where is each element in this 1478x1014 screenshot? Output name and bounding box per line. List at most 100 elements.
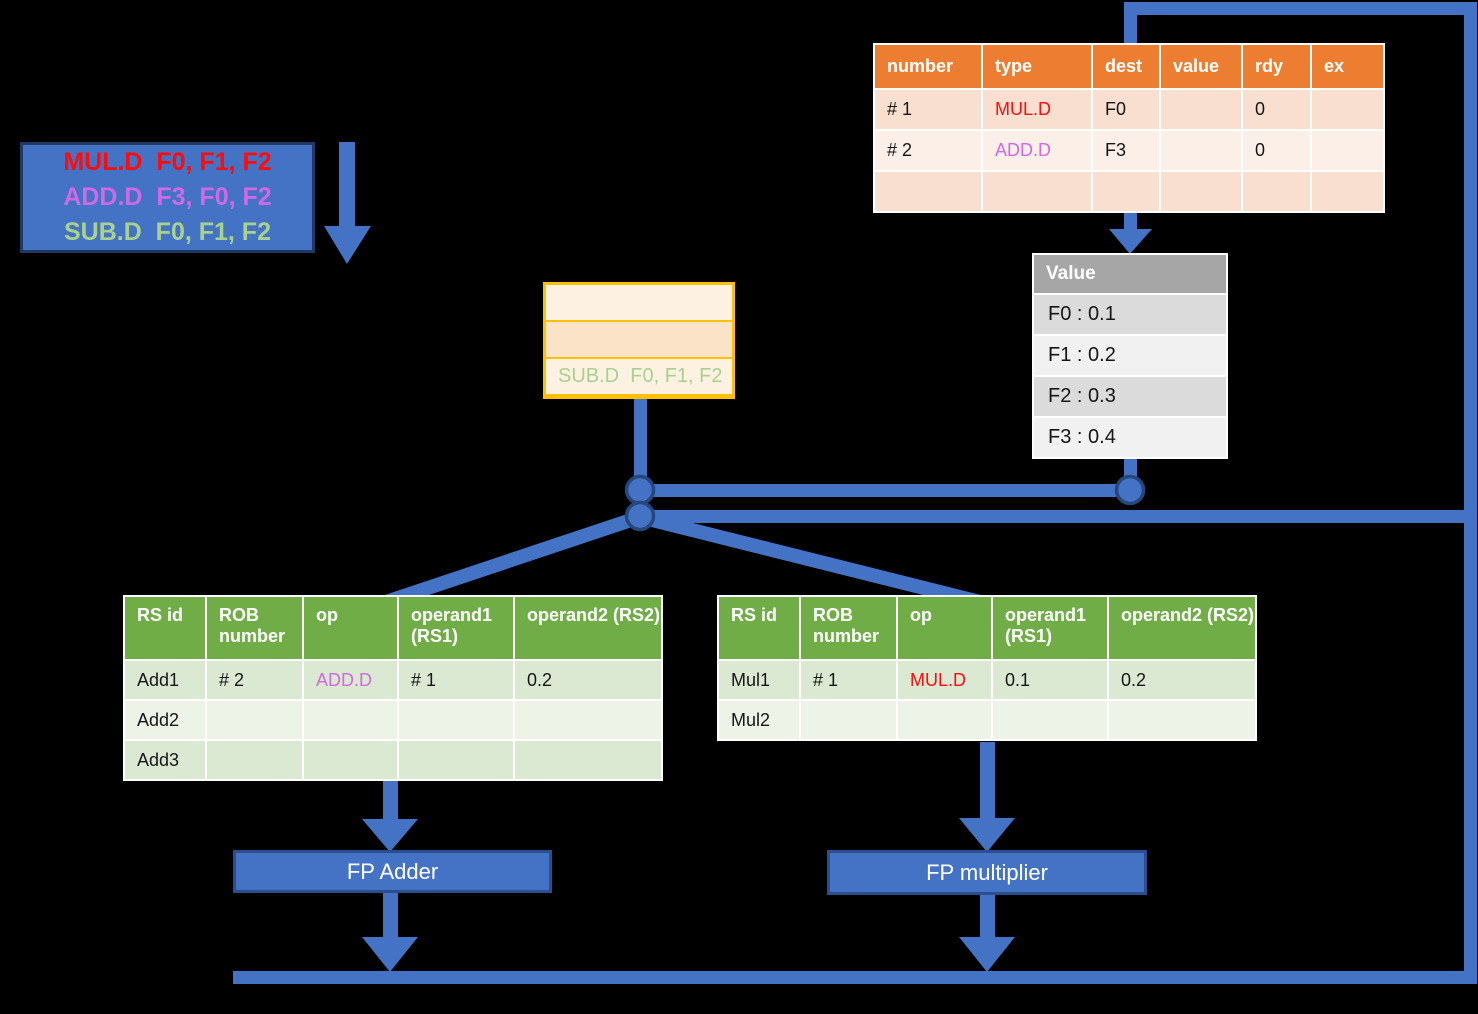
rs-mul-cell: Mul1: [719, 661, 799, 699]
mul-rs-to-multiplier-arrow-head: [959, 818, 1015, 852]
multiplier-to-cdb-arrow-shaft: [980, 895, 995, 939]
mul-reservation-station-table: RS id ROB number op operand1 (RS1) opera…: [717, 595, 1257, 741]
rs-add-header-rob-number: ROB number: [207, 597, 302, 659]
rob-to-register-arrowhead: [1109, 229, 1152, 254]
rob-header-type: type: [983, 45, 1091, 88]
fetch-arrow-shaft: [339, 142, 355, 228]
rs-add-header-rsid: RS id: [125, 597, 205, 659]
bus-to-add-rs-line: [377, 510, 643, 611]
instruction-line-mul: MUL.D F0, F1, F2: [63, 148, 272, 176]
rs-add-cell: [515, 701, 661, 739]
rs-add-cell: # 1: [399, 661, 513, 699]
rs-mul-cell: [801, 701, 896, 739]
rs-mul-cell: # 1: [801, 661, 896, 699]
rob-header-number: number: [875, 45, 981, 88]
rs-add-cell: # 2: [207, 661, 302, 699]
rs-mul-cell: MUL.D: [898, 661, 991, 699]
rob-cell: # 1: [875, 90, 981, 129]
rs-mul-cell: [993, 701, 1107, 739]
queue-row: [546, 285, 732, 320]
rs-add-cell: [399, 701, 513, 739]
fetch-arrow-head: [324, 226, 371, 264]
register-cell-f0: F0 : 0.1: [1034, 295, 1226, 334]
rob-cell: F3: [1093, 131, 1159, 170]
rob-cell: ADD.D: [983, 131, 1091, 170]
mul-rs-to-multiplier-arrow-shaft: [980, 742, 995, 820]
rob-cell: [1312, 131, 1383, 170]
rob-header-ex: ex: [1312, 45, 1383, 88]
operand-bus-line-lower: [640, 510, 1477, 523]
queue-row-sub-instruction: SUB.D F0, F1, F2: [546, 359, 732, 394]
multiplier-to-cdb-arrow-head: [959, 937, 1015, 972]
rs-mul-header-operand1: operand1 (RS1): [993, 597, 1107, 659]
rs-mul-cell: 0.1: [993, 661, 1107, 699]
register-table-header: Value: [1034, 255, 1226, 293]
rs-add-header-operand2: operand2 (RS2): [515, 597, 661, 659]
rs-add-cell: Add1: [125, 661, 205, 699]
feedback-line-right: [1464, 2, 1477, 984]
add-rs-to-adder-arrow-shaft: [383, 781, 398, 821]
feedback-line-top: [1124, 2, 1477, 15]
rob-cell: [1312, 90, 1383, 129]
rob-table: number type dest value rdy ex # 1 MUL.D …: [873, 43, 1385, 213]
instruction-line-add: ADD.D F3, F0, F2: [63, 183, 272, 211]
register-value-table: Value F0 : 0.1 F1 : 0.2 F2 : 0.3 F3 : 0.…: [1032, 253, 1228, 459]
fp-adder-label: FP Adder: [346, 858, 439, 884]
add-rs-to-adder-arrow-head: [362, 819, 418, 852]
rob-header-dest: dest: [1093, 45, 1159, 88]
rs-add-header-op: op: [304, 597, 397, 659]
rs-add-cell: [399, 741, 513, 779]
rob-cell: F0: [1093, 90, 1159, 129]
rs-add-cell: [207, 741, 302, 779]
rob-cell: 0: [1243, 90, 1310, 129]
rob-cell: [1243, 172, 1310, 211]
rs-mul-cell: Mul2: [719, 701, 799, 739]
rs-mul-header-rsid: RS id: [719, 597, 799, 659]
operand-bus-line-upper: [646, 484, 1124, 497]
fp-multiplier-box: FP multiplier: [827, 850, 1147, 895]
rs-mul-header-rob-number: ROB number: [801, 597, 896, 659]
rob-header-rdy: rdy: [1243, 45, 1310, 88]
rob-cell: MUL.D: [983, 90, 1091, 129]
instruction-line-sub: SUB.D F0, F1, F2: [64, 218, 271, 246]
rs-add-cell: [515, 741, 661, 779]
register-cell-f3: F3 : 0.4: [1034, 418, 1226, 457]
register-cell-f2: F2 : 0.3: [1034, 377, 1226, 416]
common-data-bus-line: [233, 971, 1477, 984]
bus-to-mul-rs-line: [638, 510, 990, 611]
rs-mul-cell: [1109, 701, 1255, 739]
queue-to-junction-line: [634, 399, 647, 491]
junction-dot-right: [1114, 474, 1146, 506]
instruction-queue-box: SUB.D F0, F1, F2: [543, 282, 735, 399]
rob-cell: 0: [1243, 131, 1310, 170]
rob-cell: [1161, 90, 1241, 129]
junction-dot-bottom: [624, 500, 656, 532]
rob-cell: [875, 172, 981, 211]
rob-cell: [1312, 172, 1383, 211]
rob-cell: [1093, 172, 1159, 211]
rs-mul-cell: [898, 701, 991, 739]
rs-add-header-operand1: operand1 (RS1): [399, 597, 513, 659]
rs-add-cell: [207, 701, 302, 739]
queue-row: [546, 322, 732, 357]
rs-add-cell: ADD.D: [304, 661, 397, 699]
rs-add-cell: 0.2: [515, 661, 661, 699]
rs-add-cell: Add3: [125, 741, 205, 779]
rs-add-cell: Add2: [125, 701, 205, 739]
rob-cell: [1161, 131, 1241, 170]
fp-multiplier-label: FP multiplier: [926, 859, 1048, 885]
rs-mul-header-op: op: [898, 597, 991, 659]
rs-add-cell: [304, 701, 397, 739]
add-reservation-station-table: RS id ROB number op operand1 (RS1) opera…: [123, 595, 663, 781]
junction-dot-top: [624, 474, 656, 506]
rob-header-value: value: [1161, 45, 1241, 88]
adder-to-cdb-arrow-shaft: [383, 893, 398, 940]
register-to-junction-line: [1124, 455, 1137, 479]
rob-cell: [983, 172, 1091, 211]
rob-cell: [1161, 172, 1241, 211]
rs-mul-cell: 0.2: [1109, 661, 1255, 699]
rob-cell: # 2: [875, 131, 981, 170]
instruction-list-box: MUL.D F0, F1, F2 ADD.D F3, F0, F2 SUB.D …: [20, 142, 315, 253]
